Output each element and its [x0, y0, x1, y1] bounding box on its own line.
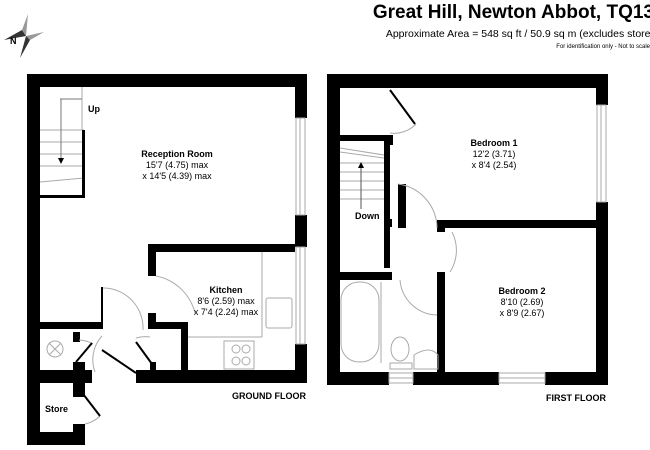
room-dim-reception-1: 15'7 (4.75) max — [146, 160, 209, 170]
room-dim-bedroom-2-1: 8'10 (2.69) — [501, 297, 544, 307]
ground-floor-label: GROUND FLOOR — [232, 391, 306, 401]
stairs-up-label: Up — [88, 104, 100, 114]
room-dim-reception-2: x 14'5 (4.39) max — [142, 171, 212, 181]
room-name-kitchen: Kitchen — [209, 285, 242, 295]
first-floor-fixtures — [339, 104, 607, 384]
ground-floor-walls — [27, 74, 307, 445]
property-title: Great Hill, Newton Abbot, TQ13 — [372, 2, 650, 23]
stairs-down-label: Down — [355, 211, 380, 221]
room-dim-bedroom-1-2: x 8'4 (2.54) — [472, 160, 517, 170]
room-dim-kitchen-1: 8'6 (2.59) max — [197, 296, 255, 306]
approximate-area: Approximate Area = 548 sq ft / 50.9 sq m… — [385, 28, 650, 40]
first-floor-doors — [389, 89, 416, 125]
room-name-bedroom-2: Bedroom 2 — [498, 286, 545, 296]
room-name-bedroom-1: Bedroom 1 — [470, 138, 517, 148]
room-name-reception: Reception Room — [141, 149, 213, 159]
stairs-arrow-icon — [58, 158, 64, 164]
compass-icon: N — [4, 14, 44, 58]
room-dim-bedroom-1-1: 12'2 (3.71) — [473, 149, 516, 159]
room-dim-bedroom-2-2: x 8'9 (2.67) — [500, 308, 545, 318]
first-floor-walls — [327, 74, 608, 385]
room-dim-kitchen-2: x 7'4 (2.24) max — [194, 307, 259, 317]
ground-floor-doors — [60, 98, 153, 417]
compass-north-label: N — [10, 36, 17, 46]
scale-note: For identification only - Not to scale — [556, 44, 650, 50]
ground-floor-fixtures — [39, 87, 306, 425]
stairs-arrow-icon — [358, 162, 364, 168]
first-floor-label: FIRST FLOOR — [546, 393, 606, 403]
room-name-store: Store — [45, 404, 68, 414]
